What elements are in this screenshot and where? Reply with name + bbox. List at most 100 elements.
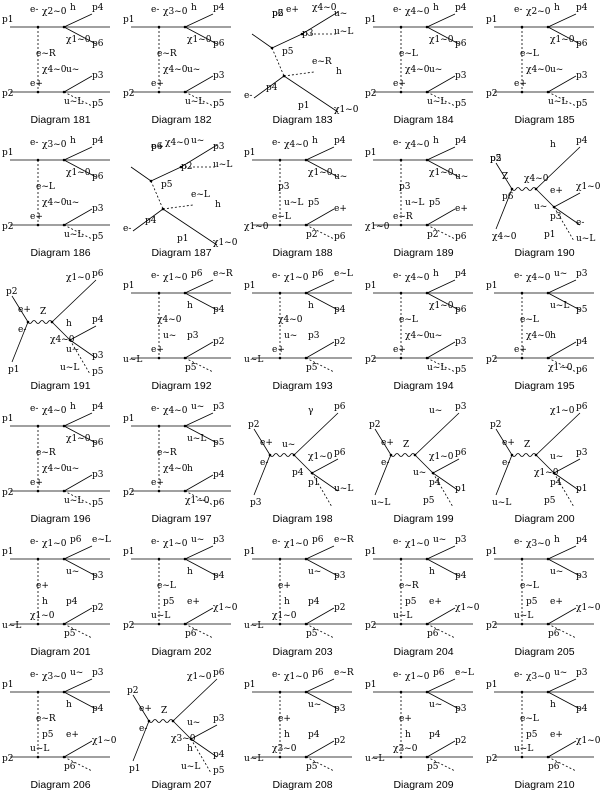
- particle-label: p5: [213, 438, 225, 448]
- diagram-caption: Diagram 198: [272, 513, 333, 525]
- diagram-caption: Diagram 210: [514, 779, 575, 791]
- particle-label: e+: [334, 204, 347, 214]
- particle-label: u~: [66, 567, 79, 577]
- particle-label: h: [187, 464, 193, 474]
- fermion-line: [426, 279, 456, 294]
- diagram-caption: Diagram 190: [514, 247, 575, 259]
- particle-label: p2: [2, 754, 14, 764]
- vertex-dot: [425, 223, 429, 227]
- boson-line: [390, 453, 416, 457]
- particle-label: p5: [163, 597, 175, 607]
- particle-label: e+: [151, 142, 164, 152]
- boson-line: [511, 187, 537, 191]
- particle-label: h: [550, 140, 556, 150]
- particle-label: e-: [272, 271, 280, 281]
- vertex-dot: [62, 223, 66, 227]
- particle-label: p2: [123, 89, 135, 99]
- particle-label: χ4~0: [405, 140, 430, 150]
- vertex-dot: [510, 187, 514, 191]
- particle-label: e~L: [92, 535, 111, 545]
- particle-label: p2: [127, 686, 139, 696]
- particle-label: p3: [576, 448, 588, 458]
- particle-label: e-: [151, 404, 159, 414]
- scalar-line: [547, 357, 577, 373]
- particle-label: p5: [576, 99, 588, 109]
- fermion-line: [301, 11, 339, 35]
- scalar-line: [426, 623, 456, 639]
- fermion-line: [190, 738, 218, 758]
- particle-label: e~R: [334, 668, 354, 678]
- particle-label: u~: [429, 331, 442, 341]
- particle-label: p4: [92, 704, 104, 714]
- particle-label: χ1~0: [284, 672, 309, 682]
- particle-label: p1: [365, 547, 377, 557]
- particle-label: e-: [151, 537, 159, 547]
- particle-label: χ4~0: [165, 138, 190, 148]
- fermion-line: [374, 428, 392, 456]
- particle-label: p6: [455, 232, 467, 242]
- particle-label: χ1~0: [550, 406, 575, 416]
- vertex-dot: [425, 690, 429, 694]
- particle-label: h: [66, 700, 72, 710]
- particle-label: p1: [129, 764, 141, 774]
- vertex-dot: [399, 25, 403, 29]
- scalar-line: [184, 91, 214, 107]
- particle-label: p2: [92, 603, 104, 613]
- particle-label: p6: [576, 39, 588, 49]
- scalar-line: [184, 357, 214, 373]
- particle-label: u~L: [30, 744, 49, 754]
- particle-label: χ4~0: [405, 273, 430, 283]
- particle-label: p1: [8, 365, 20, 375]
- particle-label: h: [433, 3, 439, 13]
- particle-label: u~: [554, 269, 567, 279]
- particle-label: p6: [70, 535, 82, 545]
- fermion-line: [63, 558, 97, 577]
- particle-label: χ1~0: [576, 603, 601, 613]
- particle-label: h: [70, 136, 76, 146]
- vertex-dot: [62, 690, 66, 694]
- particle-label: u~: [550, 567, 563, 577]
- particle-label: p6: [64, 762, 76, 772]
- particle-label: p2: [2, 89, 14, 99]
- vertex-dot: [520, 356, 524, 360]
- particle-label: p5: [282, 47, 294, 57]
- particle-label: u~L: [514, 611, 533, 621]
- vertex-dot: [546, 90, 550, 94]
- vertex-dot: [161, 207, 165, 211]
- fermion-line: [63, 412, 93, 427]
- particle-label: e-: [502, 458, 510, 468]
- particle-label: p1: [244, 547, 256, 557]
- vertex-dot: [50, 320, 54, 324]
- vertex-dot: [62, 622, 66, 626]
- fermion-line: [184, 545, 214, 560]
- fermion-line: [63, 208, 93, 226]
- particle-label: p3: [92, 470, 104, 480]
- particle-label: u~: [284, 331, 297, 341]
- particle-label: χ4~0: [524, 174, 549, 184]
- vertex-dot: [36, 622, 40, 626]
- particle-label: p2: [213, 337, 225, 347]
- particle-label: p2: [369, 420, 381, 430]
- particle-label: h: [42, 597, 48, 607]
- diagram-caption: Diagram 194: [393, 380, 454, 392]
- scalar-line: [305, 756, 335, 772]
- fermion-line: [553, 458, 581, 474]
- particle-label: e~L: [334, 269, 353, 279]
- particle-label: p3: [550, 212, 562, 222]
- fermion-line: [184, 75, 214, 93]
- vertex-dot: [157, 90, 161, 94]
- particle-label: p3: [213, 402, 225, 412]
- fermion-line: [172, 678, 218, 722]
